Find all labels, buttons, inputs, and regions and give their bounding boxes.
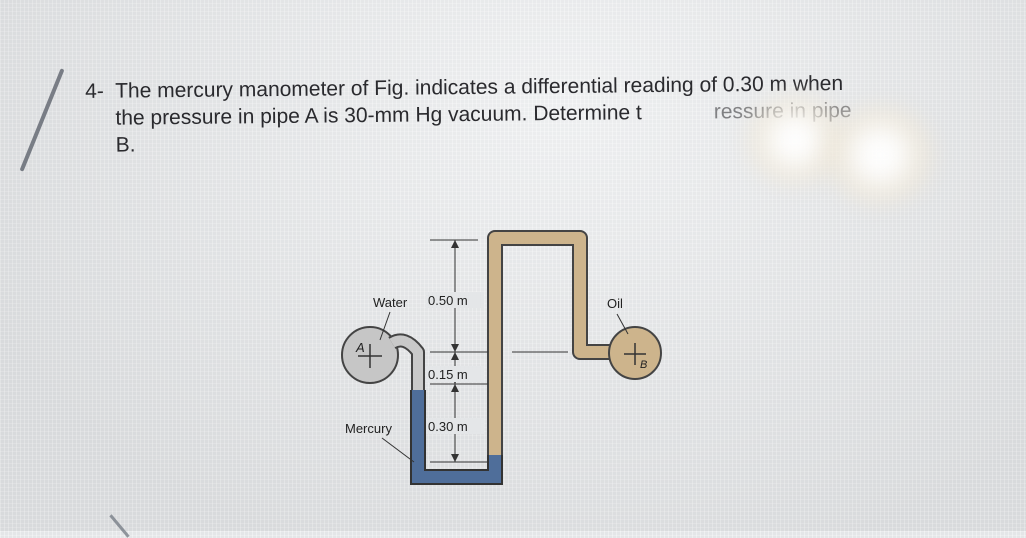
water-connector	[389, 335, 423, 390]
dim-arrowhead	[451, 344, 459, 352]
water-label: Water	[373, 295, 408, 310]
mercury-leader-line	[381, 437, 415, 463]
oil-label: Oil	[607, 296, 623, 311]
light-glare	[820, 105, 940, 205]
dim-arrowhead	[451, 240, 459, 248]
oil-leader-line	[616, 313, 629, 335]
oil-column	[489, 232, 612, 455]
dim-label-bg	[426, 418, 484, 434]
dim-050-label: 0.50 m	[428, 293, 468, 308]
water-leader-line	[379, 311, 391, 341]
dim-arrowhead	[451, 454, 459, 462]
mercury-column	[412, 390, 501, 483]
dim-label-bg	[426, 292, 484, 308]
dim-015-label: 0.15 m	[428, 367, 468, 382]
mercury-label: Mercury	[345, 421, 392, 436]
dim-label-bg	[426, 366, 484, 382]
dim-arrowhead	[451, 384, 459, 392]
pipe-b-label: B	[640, 359, 647, 371]
dim-030-label: 0.30 m	[428, 419, 468, 434]
pipe-a-label: A	[355, 340, 365, 355]
dim-arrowhead	[451, 352, 459, 360]
